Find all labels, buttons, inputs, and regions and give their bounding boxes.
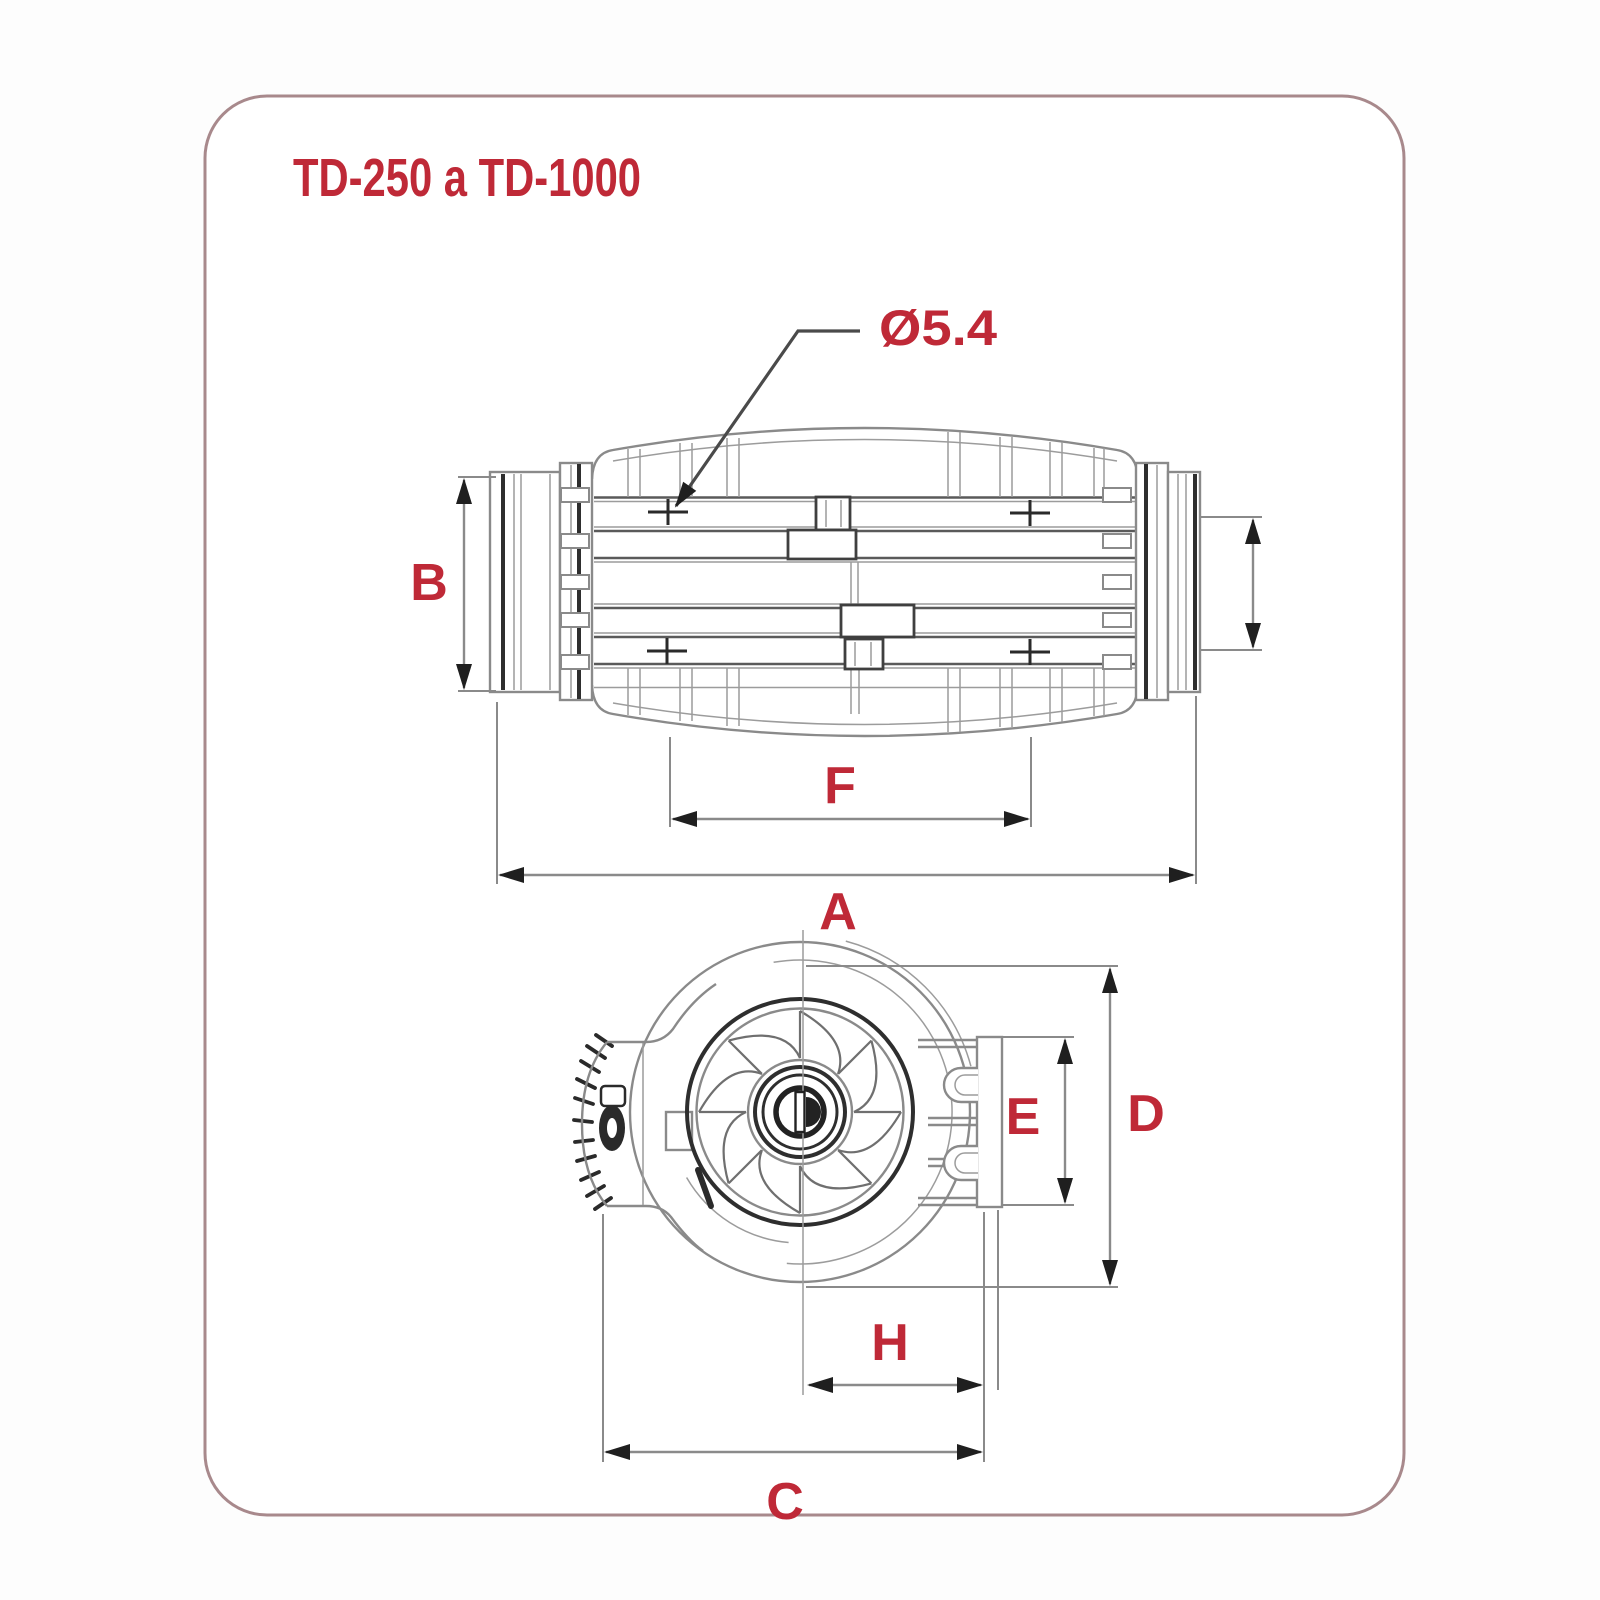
fan-scroll-housing [628, 940, 972, 1284]
dimension-e: E [1003, 1036, 1074, 1206]
dim-label-b: B [410, 554, 448, 612]
dimension-d: D [806, 965, 1165, 1288]
dimension-right-duct [1201, 516, 1262, 651]
frame-border [203, 94, 1406, 1517]
inlet-collar-left [488, 470, 562, 694]
flange-right [1102, 461, 1170, 702]
dimension-c: C [602, 1214, 983, 1531]
diameter-callout: Ø5.4 [674, 300, 997, 508]
dim-label-f: F [824, 757, 856, 815]
flange-left [558, 461, 594, 702]
side-view: Ø5.4 B F A [410, 300, 1262, 941]
screw-markers [647, 499, 1050, 665]
dim-label-d: D [1127, 1085, 1165, 1143]
dimension-a: A [496, 696, 1197, 941]
volute-tongue [695, 1167, 714, 1209]
dim-label-e: E [1006, 1088, 1041, 1146]
impeller-shaft [794, 1090, 821, 1134]
outlet-collar-right [1166, 470, 1202, 694]
dim-label-h: H [871, 1314, 909, 1372]
front-view: D E H C [572, 930, 1165, 1531]
page-title: TD-250 a TD-1000 [293, 148, 641, 208]
dimension-f: F [669, 737, 1032, 827]
clamp-steps [786, 495, 916, 671]
dimension-h: H [807, 1210, 999, 1462]
dim-label-c: C [766, 1473, 804, 1531]
dimension-b: B [410, 476, 496, 692]
motor-housing [572, 983, 717, 1252]
diameter-callout-label: Ø5.4 [879, 300, 997, 356]
cable-gland [599, 1084, 627, 1108]
dim-label-a: A [819, 883, 857, 941]
mounting-bracket [918, 1035, 1004, 1209]
